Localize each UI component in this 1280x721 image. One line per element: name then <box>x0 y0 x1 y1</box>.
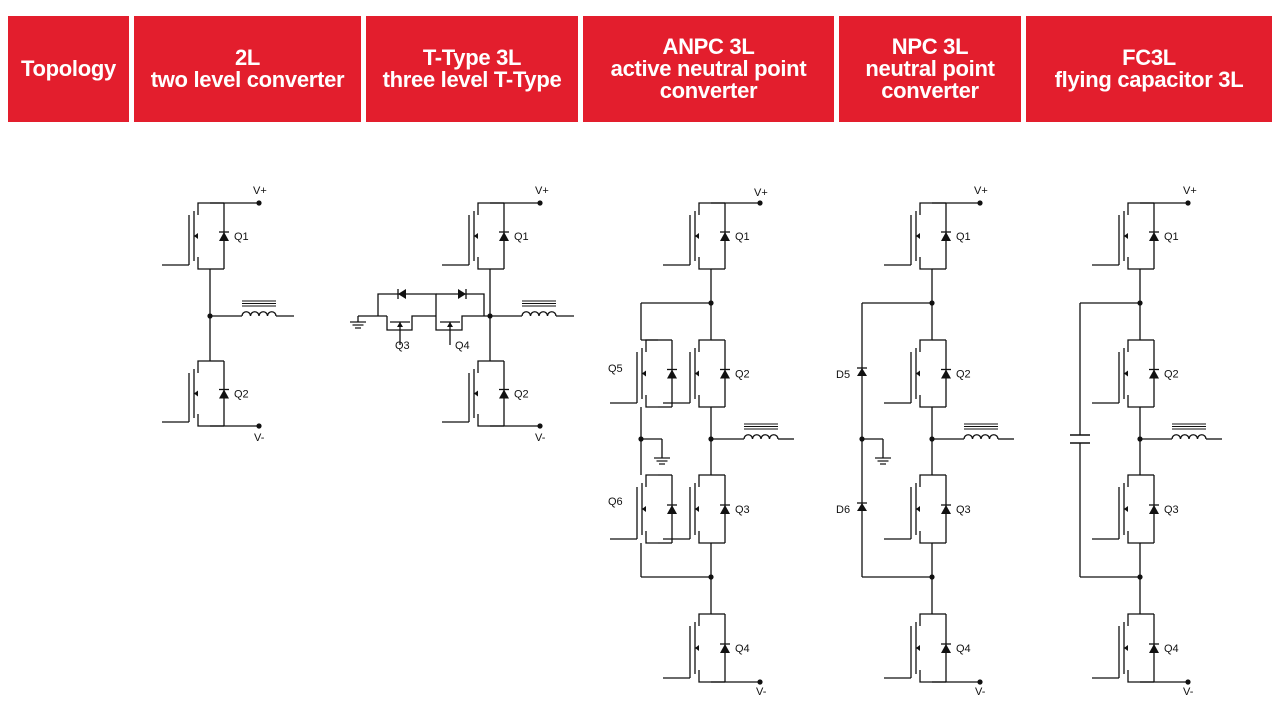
header-2l: 2L two level converter <box>134 16 361 122</box>
vminus-terminal <box>757 679 763 685</box>
mosfet-q2: Q2 <box>884 339 971 408</box>
col-title: T-Type 3L <box>422 45 522 70</box>
switch-label: Q4 <box>956 643 971 655</box>
mosfet-q6 <box>610 474 677 544</box>
inductor-fc <box>1171 423 1207 440</box>
switch-label: Q2 <box>1164 369 1179 381</box>
header-row: Topology 2L two level converter T-Type 3… <box>0 0 1280 130</box>
header-anpc: ANPC 3L active neutral point converter <box>583 16 834 122</box>
switch-label: Q1 <box>956 231 971 243</box>
ground-icon <box>875 457 891 465</box>
diode-icon <box>398 289 406 299</box>
col-subtitle: neutral point <box>865 56 995 81</box>
q5-label: Q5 <box>608 363 623 375</box>
mosfet-q4: Q4 <box>884 613 971 683</box>
vminus-label: V- <box>254 432 265 444</box>
diode-d5-icon <box>857 368 867 376</box>
switch-label: Q3 <box>956 504 971 516</box>
switch-label: Q1 <box>234 231 249 243</box>
vminus-label: V- <box>756 686 767 698</box>
mosfet-q4: Q4 <box>663 613 750 683</box>
mosfet-q3: Q3 <box>884 474 971 544</box>
diode-d6-icon <box>857 503 867 511</box>
q3-label: Q3 <box>395 340 410 352</box>
d5-label: D5 <box>836 369 850 381</box>
vplus-label: V+ <box>535 185 549 197</box>
switch-label: Q2 <box>956 369 971 381</box>
col-subtitle: three level T-Type <box>382 67 562 92</box>
mosfet-q5 <box>610 339 677 408</box>
inductor-npc <box>963 423 999 440</box>
header-npc: NPC 3L neutral point converter <box>839 16 1021 122</box>
vminus-terminal <box>256 423 262 429</box>
mosfet-q3: Q3 <box>1092 474 1179 544</box>
mosfet-q1: Q1 <box>442 202 529 270</box>
ground-icon <box>350 321 366 329</box>
header-topology: Topology <box>8 16 129 122</box>
switch-label: Q2 <box>234 389 249 401</box>
switch-label: Q2 <box>514 389 529 401</box>
col-title: NPC 3L <box>891 34 969 59</box>
vplus-terminal <box>1185 200 1191 206</box>
inductor-2l <box>241 300 277 317</box>
vplus-terminal <box>757 200 763 206</box>
q6-label: Q6 <box>608 496 623 508</box>
vminus-label: V- <box>975 686 986 698</box>
q4-label: Q4 <box>455 340 470 352</box>
inductor-anpc <box>743 423 779 440</box>
mosfet-q2: Q2 <box>442 360 529 427</box>
col-title: ANPC 3L <box>662 34 755 59</box>
mosfet-q1: Q1 <box>162 202 249 270</box>
col-subtitle: active neutral point <box>610 56 807 81</box>
switch-label: Q2 <box>735 369 750 381</box>
vplus-label: V+ <box>253 185 267 197</box>
vplus-terminal <box>977 200 983 206</box>
vplus-label: V+ <box>1183 185 1197 197</box>
vminus-terminal <box>537 423 543 429</box>
mosfet-q2: Q2 <box>162 360 249 427</box>
vminus-label: V- <box>535 432 546 444</box>
col-subtitle: flying capacitor 3L <box>1054 67 1244 92</box>
col-title: FC3L <box>1122 45 1176 70</box>
vplus-label: V+ <box>974 185 988 197</box>
mosfet-q1: Q1 <box>884 202 971 270</box>
header-ttype: T-Type 3L three level T-Type <box>366 16 578 122</box>
col-subtitle2: converter <box>881 78 979 103</box>
mosfet-q2: Q2 <box>1092 339 1179 408</box>
header-fc3l: FC3L flying capacitor 3L <box>1026 16 1272 122</box>
switch-label: Q3 <box>735 504 750 516</box>
switch-label: Q3 <box>1164 504 1179 516</box>
mosfet-q1: Q1 <box>1092 202 1179 270</box>
col-subtitle: two level converter <box>150 67 345 92</box>
mosfet-q3: Q3 <box>663 474 750 544</box>
switch-label: Q1 <box>735 231 750 243</box>
col-title: 2L <box>234 45 261 70</box>
d6-label: D6 <box>836 504 850 516</box>
mosfet-q4: Q4 <box>1092 613 1179 683</box>
mosfet-q2: Q2 <box>663 339 750 408</box>
vminus-terminal <box>1185 679 1191 685</box>
vminus-label: V- <box>1183 686 1194 698</box>
inductor-ttype <box>521 300 557 317</box>
switch-label: Q1 <box>1164 231 1179 243</box>
col-subtitle2: converter <box>659 78 758 103</box>
switch-label: Q1 <box>514 231 529 243</box>
vminus-terminal <box>977 679 983 685</box>
switch-label: Q4 <box>1164 643 1179 655</box>
ground-icon <box>654 457 670 465</box>
vplus-label: V+ <box>754 187 768 199</box>
vplus-terminal <box>537 200 543 206</box>
vplus-terminal <box>256 200 262 206</box>
mosfet-q1: Q1 <box>663 202 750 270</box>
diode-icon <box>458 289 466 299</box>
topology-label: Topology <box>21 56 116 81</box>
switch-label: Q4 <box>735 643 750 655</box>
